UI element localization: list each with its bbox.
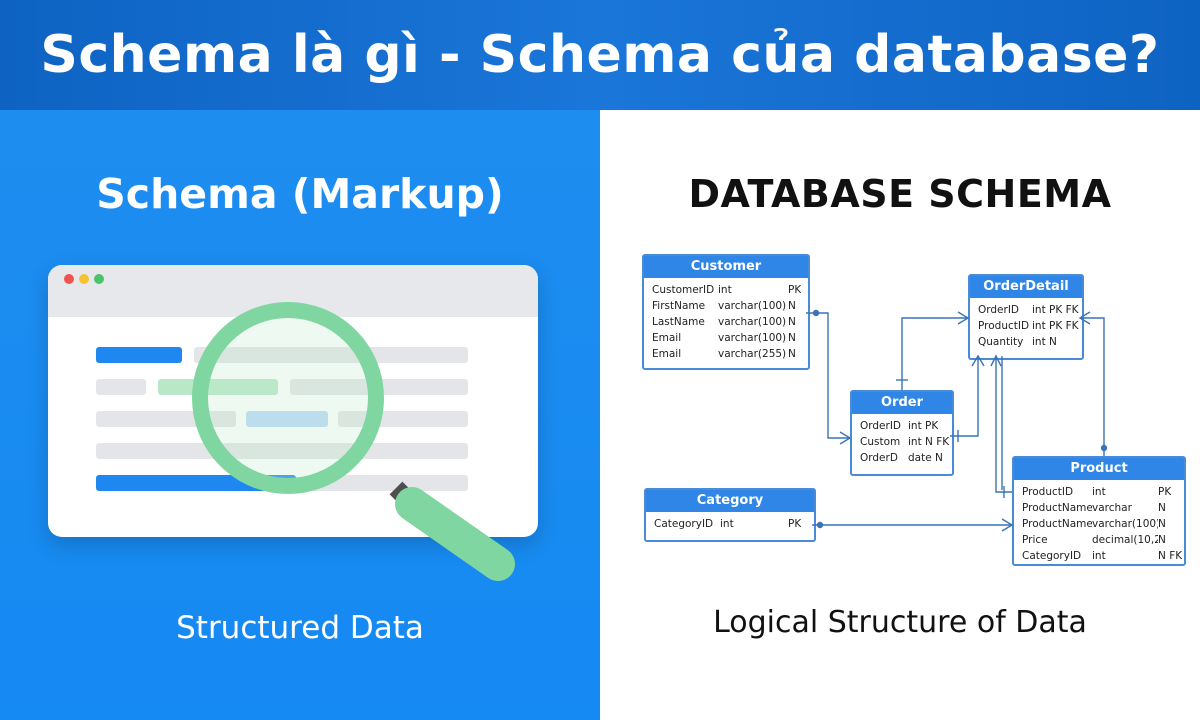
column-type: int PK FK [1032, 304, 1079, 316]
table-row: Email varchar(255)N [644, 346, 808, 362]
table-row: OrderD date N [852, 450, 952, 466]
markup-title: Schema (Markup) [96, 170, 504, 218]
column-type: int [1092, 486, 1106, 498]
column-type: varchar(100) [718, 332, 787, 344]
column-type: varchar(100) [1092, 518, 1158, 530]
column-name: Custom [860, 436, 901, 448]
page-title: Schema là gì - Schema của database? [40, 25, 1160, 85]
column-key: PK [788, 518, 802, 530]
column-name: LastName [652, 316, 705, 328]
column-name: OrderD [860, 452, 898, 464]
column-name: Quantity [978, 336, 1024, 348]
column-type: int [1092, 550, 1106, 562]
column-type: int N FK [908, 436, 950, 448]
database-caption: Logical Structure of Data [713, 605, 1087, 640]
column-key: N [1158, 518, 1166, 530]
browser-close-dot [64, 274, 74, 284]
column-key: PK [1158, 486, 1172, 498]
column-name: ProductName [1022, 518, 1092, 530]
column-name: ProductName [1022, 502, 1092, 514]
content-line [246, 411, 328, 427]
column-name: Price [1022, 534, 1048, 546]
column-name: Email [652, 332, 682, 344]
markup-caption: Structured Data [176, 610, 424, 646]
table-header: Category [646, 490, 814, 512]
column-name: Email [652, 348, 682, 360]
table-row: CategoryID int PK [646, 516, 814, 532]
column-name: CategoryID [654, 518, 714, 530]
table-header: OrderDetail [970, 276, 1082, 298]
column-type: varchar(100) [718, 316, 787, 328]
table-row: OrderID int PK FK [970, 302, 1082, 318]
column-key: N [788, 300, 796, 312]
content-line [308, 475, 468, 491]
markup-panel: Schema (Markup) Structured Data [0, 110, 600, 720]
content-line [96, 443, 468, 459]
column-name: CustomerID [652, 284, 715, 296]
table-row: ProductID int PK [1014, 484, 1184, 500]
table-row: LastName varchar(100)N [644, 314, 808, 330]
column-name: ProductID [978, 320, 1030, 332]
database-title: DATABASE SCHEMA [688, 172, 1112, 216]
table-header: Product [1014, 458, 1184, 480]
column-type: int [718, 284, 732, 296]
content-line [96, 379, 146, 395]
table-row: Custom int N FK [852, 434, 952, 450]
table-row: OrderID int PK [852, 418, 952, 434]
browser-minimize-dot [79, 274, 89, 284]
table-row: Email varchar(100)N [644, 330, 808, 346]
table-row: Price decimal(10,2)N [1014, 532, 1184, 548]
column-name: OrderID [978, 304, 1020, 316]
column-key: N [788, 348, 796, 360]
table-order: Order OrderID int PK Custom int N FK Order… [850, 390, 954, 476]
content-line [194, 347, 468, 363]
column-type: int PK [908, 420, 939, 432]
content-line [158, 379, 278, 395]
content-line [96, 347, 182, 363]
column-type: varchar(100) [718, 300, 787, 312]
column-key: N FK [1158, 550, 1183, 562]
column-key: N [1158, 502, 1166, 514]
title-banner: Schema là gì - Schema của database? [0, 0, 1200, 110]
column-name: CategoryID [1022, 550, 1082, 562]
table-header: Customer [644, 256, 808, 278]
table-row: FirstName varchar(100)N [644, 298, 808, 314]
column-name: ProductID [1022, 486, 1074, 498]
column-type: int PK FK [1032, 320, 1079, 332]
column-type: int [720, 518, 734, 530]
browser-maximize-dot [94, 274, 104, 284]
column-type: varchar [1092, 502, 1132, 514]
column-name: FirstName [652, 300, 706, 312]
column-type: varchar(255) [718, 348, 787, 360]
column-key: PK [788, 284, 802, 296]
table-header: Order [852, 392, 952, 414]
table-row: CategoryID int N FK [1014, 548, 1184, 564]
column-type: decimal(10,2) [1092, 534, 1158, 546]
magnifying-glass-icon [192, 302, 515, 581]
column-name: OrderID [860, 420, 902, 432]
table-row: Quantity int N [970, 334, 1082, 350]
table-category: Category CategoryID int PK [644, 488, 816, 542]
column-key: N [788, 332, 796, 344]
column-key: N [1158, 534, 1166, 546]
column-type: date N [908, 452, 943, 464]
column-type: int N [1032, 336, 1057, 348]
column-key: N [788, 316, 796, 328]
